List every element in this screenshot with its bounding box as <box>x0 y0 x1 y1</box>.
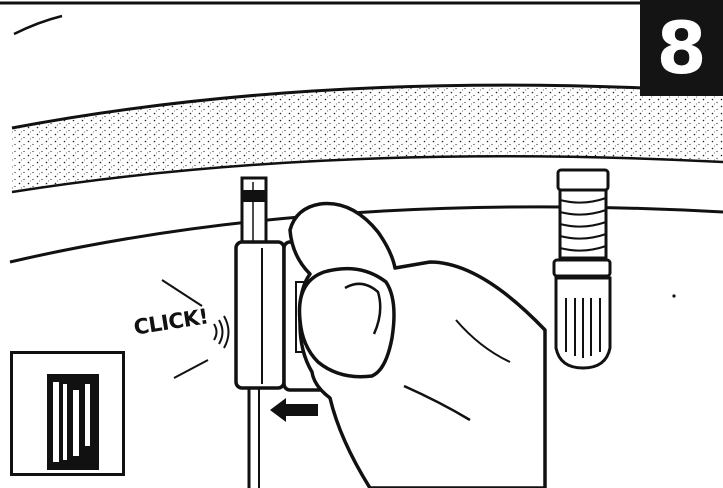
valve-stem <box>242 178 266 248</box>
click-motion-line-bottom <box>174 360 208 378</box>
step-number-badge: 8 <box>640 0 723 96</box>
tire-band <box>12 85 723 192</box>
arc-stroke <box>14 16 62 34</box>
arrow-left-icon <box>270 398 318 422</box>
detail-inset <box>10 351 125 476</box>
sensor-body <box>236 242 284 388</box>
sound-waves-icon <box>214 316 229 348</box>
step-number: 8 <box>656 12 706 84</box>
inset-connector-detail <box>13 354 122 473</box>
speck <box>672 294 675 297</box>
click-motion-line-top <box>162 280 202 306</box>
valve-cap <box>554 170 610 368</box>
valve-stem-band <box>242 190 266 202</box>
